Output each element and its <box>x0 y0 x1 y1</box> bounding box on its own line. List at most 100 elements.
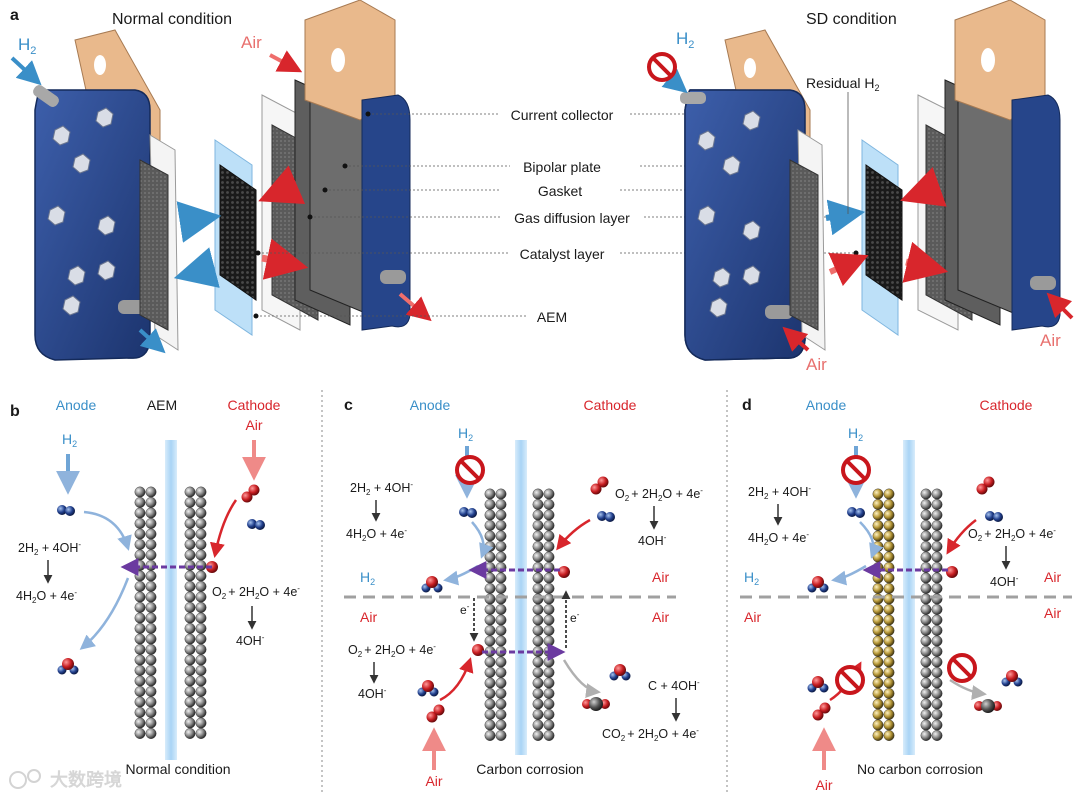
electrode-particle <box>495 625 507 636</box>
electrode-particle <box>184 486 196 498</box>
o2-diffusion-arrow <box>556 518 591 551</box>
sd-condition-title: SD condition <box>806 11 897 28</box>
electrode-particle <box>495 688 507 699</box>
electrode-particle <box>532 667 544 678</box>
electrode-particle <box>184 570 196 582</box>
o2-molecule-icon <box>812 702 831 721</box>
flow-arrow-air-in <box>258 165 306 205</box>
electrode-particle <box>484 541 496 552</box>
anode-label: Anode <box>410 397 451 413</box>
electrode-particle <box>931 551 943 563</box>
n2-molecule-icon <box>985 511 1003 522</box>
water-molecule-icon <box>609 664 631 681</box>
electrode-particle <box>134 581 146 592</box>
electrode-particle <box>532 583 544 594</box>
electrode-particle <box>872 604 884 615</box>
electrode-particle <box>195 507 207 519</box>
electrode-particle <box>145 549 157 561</box>
electrode-particle <box>931 520 943 531</box>
electrode-particle <box>134 633 146 645</box>
electrode-particle <box>532 520 544 531</box>
electrode-particle <box>543 709 555 720</box>
label-gasket: Gasket <box>538 183 582 199</box>
electrode-particle <box>134 518 146 529</box>
electrode-particle <box>543 530 555 542</box>
electrode-particle <box>532 572 544 584</box>
electrode-particle <box>931 509 943 521</box>
electrode-particle <box>543 541 555 552</box>
electrode-particle <box>484 583 496 594</box>
electrode-particle <box>184 612 196 624</box>
electrode-particle <box>495 499 507 510</box>
h2-molecule-icon <box>847 507 865 518</box>
panel-letter-b: b <box>10 403 20 420</box>
label-bipolar-plate: Bipolar plate <box>523 159 601 175</box>
electrode-particle <box>872 488 884 500</box>
water-exit-arrow <box>443 564 479 586</box>
label-gas-diffusion-layer: Gas diffusion layer <box>514 210 630 226</box>
electrode-particle <box>931 530 943 542</box>
cathode-end-plate <box>1011 94 1061 331</box>
air-zone-label-left: Air <box>360 609 377 625</box>
co2-exit-arrow <box>562 659 601 698</box>
electrode-particle <box>145 728 157 739</box>
electrode-particle <box>484 656 496 668</box>
prohibit-icon <box>947 653 977 683</box>
electrode-particle <box>883 677 895 689</box>
electrode-particle-grid <box>134 486 207 739</box>
air-anode-label: Air <box>806 355 827 374</box>
flow-arrow-air-anode <box>828 253 869 287</box>
electrode-particle <box>495 572 507 584</box>
electrode-particle <box>920 688 932 699</box>
electrode-particle <box>883 572 895 584</box>
prohibit-icon <box>647 52 677 82</box>
electrode-particle <box>543 625 555 636</box>
electrode-particle <box>495 698 507 710</box>
prohibit-icon <box>841 455 871 485</box>
electrode-particle <box>134 612 146 624</box>
panel-letter-c: c <box>344 397 353 414</box>
electrode-particle <box>195 486 207 498</box>
electron-label-left: e- <box>460 602 470 617</box>
electrode-particle <box>931 719 943 731</box>
air-anode-inlet-arrow <box>782 326 810 352</box>
electrode-particle <box>543 656 555 668</box>
o2-molecule-icon <box>241 484 260 503</box>
electrode-particle <box>145 654 157 666</box>
electrode-particle <box>872 625 884 636</box>
air-inlet-label: Air <box>241 33 262 52</box>
electrode-particle <box>920 530 932 542</box>
electrode-particle <box>184 528 196 540</box>
electrode-particle <box>134 665 146 676</box>
electrode-particle <box>532 677 544 689</box>
electrode-particle <box>134 728 146 739</box>
electrode-particle <box>543 719 555 731</box>
electrode-particle <box>484 509 496 521</box>
electrode-particle <box>145 507 157 519</box>
electrode-particle <box>543 583 555 594</box>
electrode-particle <box>484 709 496 720</box>
watermark-text: 大数跨境 <box>50 769 122 790</box>
electrode-particle <box>495 520 507 531</box>
air-bottom-label: Air <box>425 773 442 789</box>
hor-reaction-right: 4H2O + 4e- <box>346 526 407 543</box>
electrode-particle <box>134 570 146 582</box>
hor-reaction-left: 2H2 + 4OH- <box>18 540 81 557</box>
panel-letter-d: d <box>742 397 752 414</box>
electrode-particle <box>872 677 884 689</box>
h2-molecule-icon <box>57 505 75 516</box>
catalyst-layer <box>865 164 903 301</box>
air-zone-label-top: Air <box>1044 569 1061 585</box>
electrode-particle <box>543 667 555 678</box>
electrode-particle <box>495 635 507 647</box>
h2-molecule-icon <box>459 507 477 518</box>
n2-molecule-icon <box>247 519 265 530</box>
electrode-particle <box>532 625 544 636</box>
electrode-particle <box>920 730 932 741</box>
cathode-label: Cathode <box>228 397 281 413</box>
electrode-particle <box>883 530 895 542</box>
electrode-particle <box>145 581 157 592</box>
flow-arrow-air-cathode-2 <box>902 241 949 283</box>
electrode-particle <box>195 728 207 739</box>
